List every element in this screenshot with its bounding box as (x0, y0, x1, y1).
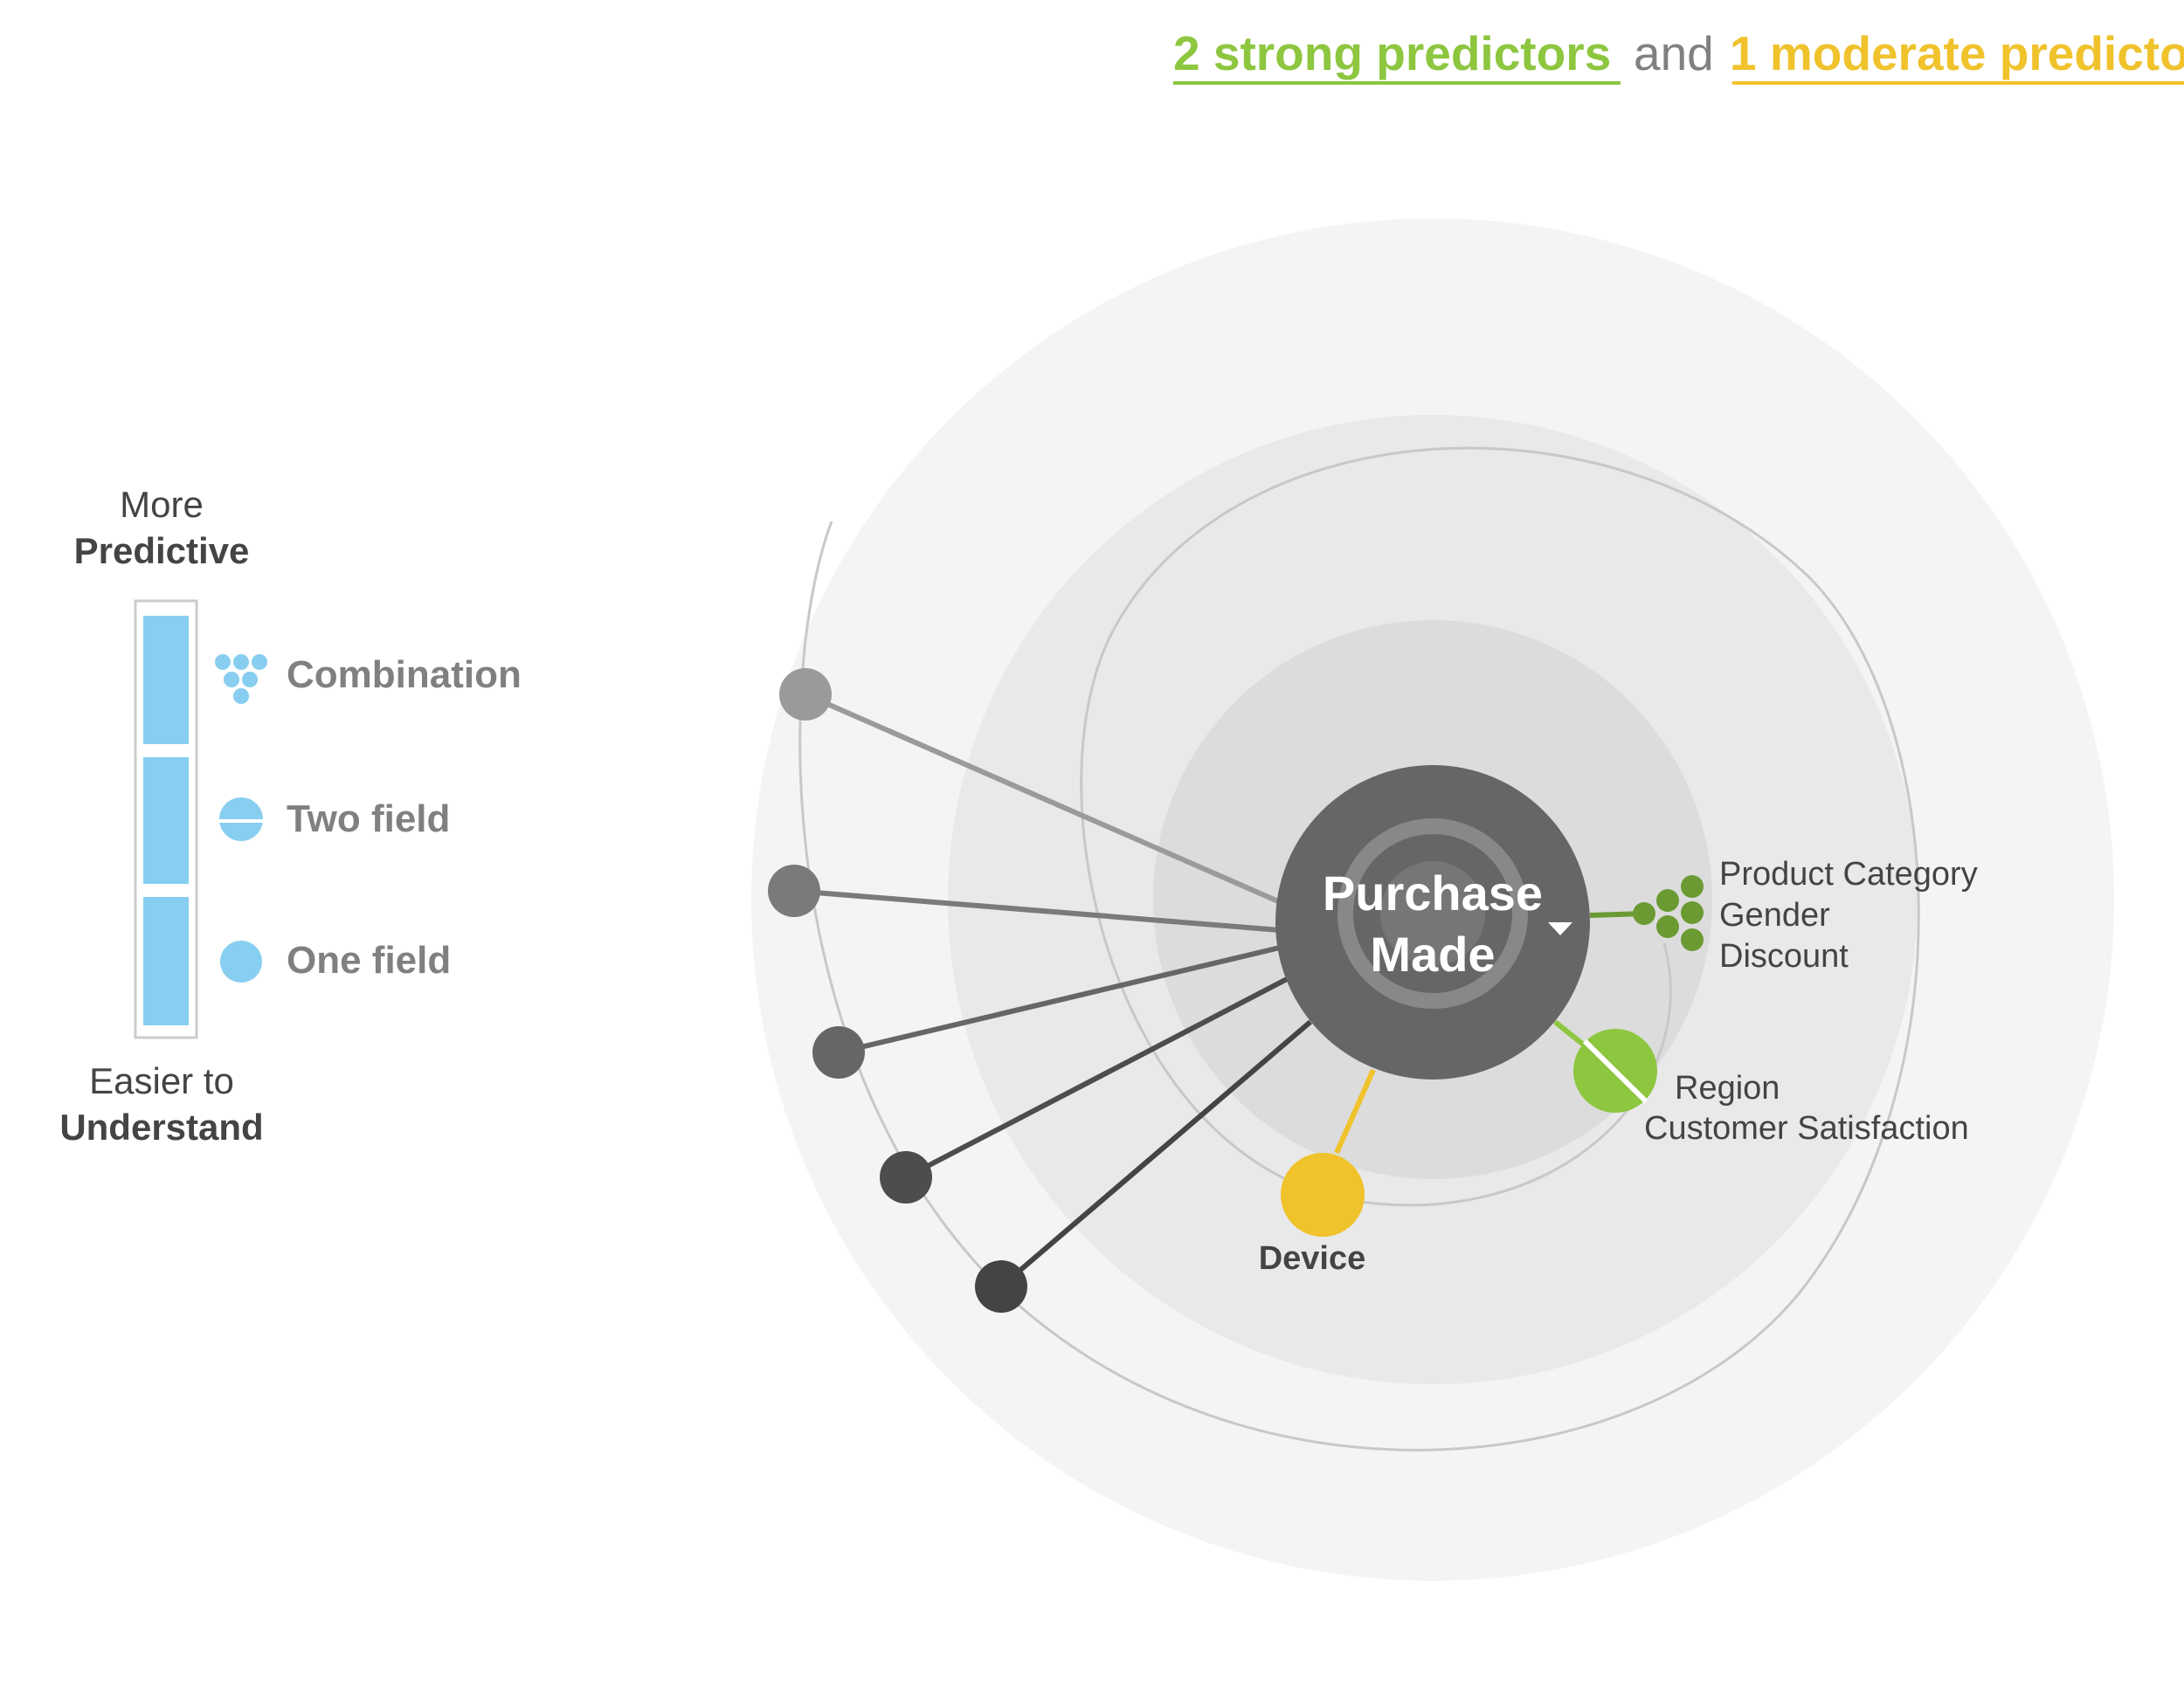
unlabeled-predictor-node[interactable] (768, 865, 820, 917)
combination-field-3: Discount (1719, 938, 1849, 975)
header-connector: and (1634, 26, 1714, 80)
combination-field-1: Product Category (1719, 856, 1978, 893)
two-field-predictor-labels: Region Customer Satisfaction (1644, 1070, 1969, 1147)
unlabeled-predictor-node[interactable] (812, 1026, 865, 1079)
legend-bottom-line1: Easier to (89, 1060, 234, 1101)
legend-item-two-field: Two field (287, 797, 450, 840)
combination-field-2: Gender (1719, 897, 1830, 934)
unlabeled-connections (793, 692, 1312, 1289)
combination-predictor-node[interactable] (1633, 875, 1704, 951)
unlabeled-predictor-node[interactable] (779, 668, 832, 721)
legend-item-one-field: One field (287, 939, 451, 982)
legend-scale-segment-one-field (143, 897, 189, 1025)
legend-top-line1: More (120, 484, 204, 525)
target-name-line2: Made (1370, 927, 1495, 982)
one-field-connection (1334, 1068, 1376, 1155)
two-field-icon (219, 797, 263, 841)
legend-item-combination: Combination (287, 653, 522, 696)
legend-top-line2: Predictive (74, 530, 250, 571)
two-field-predictor-node[interactable] (1573, 1029, 1657, 1113)
legend-scale-segment-combination (143, 616, 189, 744)
target-name-line1: Purchase (1323, 866, 1543, 921)
header-summary: 2 strong predictors and 1 moderate predi… (1173, 26, 2184, 85)
legend-scale-segment-two-field (143, 757, 189, 884)
moderate-predictors-count[interactable]: 1 moderate predicto (1730, 26, 2184, 80)
one-field-icon (220, 941, 262, 983)
predictiveness-legend: More Predictive Combination Two field On… (59, 484, 522, 1148)
combination-predictor-labels: Product Category Gender Discount (1719, 856, 1978, 975)
legend-bottom-line2: Understand (59, 1107, 263, 1148)
target-node[interactable]: Purchase Made (1275, 765, 1590, 1080)
unlabeled-predictor-node[interactable] (975, 1260, 1027, 1313)
one-field-field-1: Device (1259, 1240, 1366, 1277)
unlabeled-predictor-node[interactable] (880, 1151, 932, 1204)
two-field-field-2: Customer Satisfaction (1644, 1110, 1969, 1147)
combination-icon (215, 654, 267, 704)
caret-down-icon[interactable] (1548, 922, 1572, 935)
one-field-predictor-node[interactable] (1281, 1153, 1365, 1237)
two-field-field-1: Region (1675, 1070, 1780, 1107)
strong-predictors-count[interactable]: 2 strong predictors (1173, 26, 1611, 80)
